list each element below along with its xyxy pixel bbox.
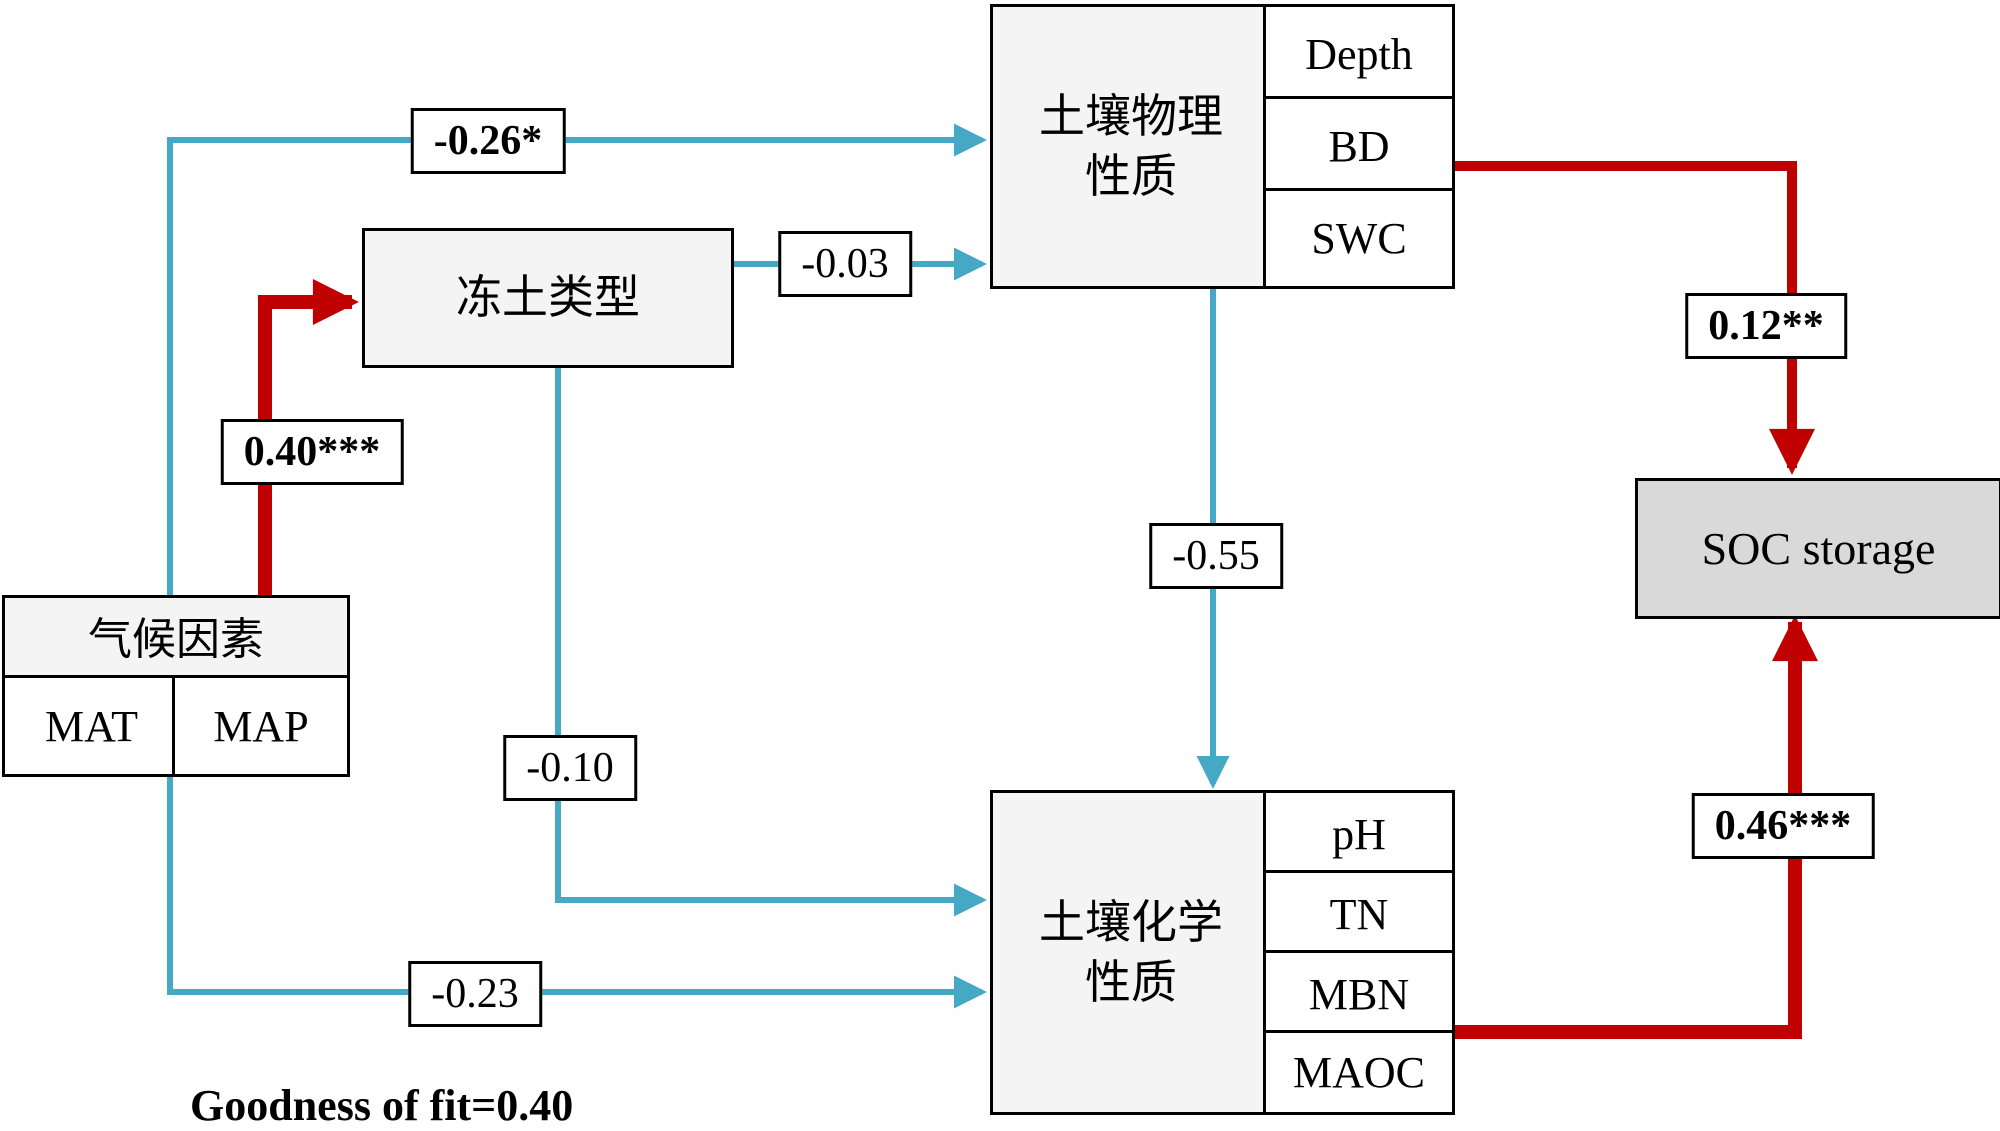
edge-label-frozen-physical: -0.03 [778, 231, 912, 297]
arrow-climate-to-chemical [167, 774, 987, 1009]
soil-chemical-var-mbn: MBN [1263, 950, 1455, 1039]
soil-chemical-var-ph: pH [1263, 790, 1455, 879]
soil-physical-var-swc: SWC [1263, 188, 1455, 289]
edge-label-climate-chemical: -0.23 [408, 961, 542, 1027]
node-frozen-soil-type: 冻土类型 [362, 228, 734, 368]
node-soil-chemical: 土壤化学 性质 [990, 790, 1272, 1115]
soil-physical-var-bd: BD [1263, 96, 1455, 197]
soil-chemical-var-tn: TN [1263, 870, 1455, 959]
edge-label-physical-chemical: -0.55 [1149, 523, 1283, 589]
soil-physical-title: 土壤物理 性质 [1039, 90, 1223, 202]
frozen-soil-title: 冻土类型 [456, 272, 640, 324]
arrow-physical-to-soc [1449, 161, 1815, 475]
node-soc-storage: SOC storage [1635, 478, 2000, 619]
edge-label-climate-frozen: 0.40*** [220, 419, 404, 485]
edge-label-chemical-soc: 0.46*** [1691, 793, 1875, 859]
arrow-frozen-to-chemical [555, 364, 987, 917]
node-soil-physical: 土壤物理 性质 [990, 4, 1272, 289]
arrow-chemical-to-soc [1449, 615, 1818, 1039]
soil-chemical-var-maoc: MAOC [1263, 1030, 1455, 1115]
soil-chemical-title: 土壤化学 性质 [1039, 896, 1223, 1008]
climate-var-mat: MAT [2, 675, 181, 777]
arrow-climate-to-frozen [258, 279, 359, 600]
climate-title: 气候因素 [88, 614, 264, 664]
edge-label-physical-soc: 0.12** [1685, 293, 1847, 359]
goodness-of-fit-text: Goodness of fit=0.40 [190, 1081, 574, 1130]
edge-label-frozen-chemical: -0.10 [503, 735, 637, 801]
arrow-climate-to-physical [167, 123, 987, 600]
edge-label-climate-physical: -0.26* [410, 108, 566, 174]
soil-physical-var-depth: Depth [1263, 4, 1455, 105]
soc-storage-title: SOC storage [1701, 522, 1936, 574]
climate-var-map: MAP [172, 675, 350, 777]
node-climate-factors: 气候因素 [2, 595, 350, 684]
